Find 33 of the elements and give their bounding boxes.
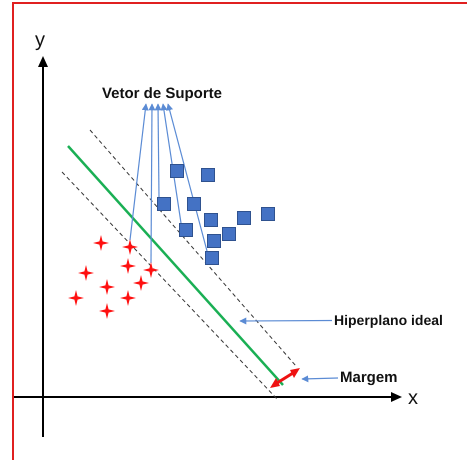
data-point-star [120, 258, 136, 274]
data-point-square [205, 251, 219, 265]
leader-line [160, 103, 182, 224]
data-point-square [222, 227, 236, 241]
data-point-square [157, 197, 171, 211]
data-point-square [170, 164, 184, 178]
data-point-star [93, 235, 109, 251]
axis-label: y [35, 30, 45, 50]
data-point-star [120, 290, 136, 306]
data-point-star [143, 262, 159, 278]
leader-line [166, 103, 208, 252]
data-point-square [201, 168, 215, 182]
data-point-star [99, 303, 115, 319]
data-point-square [187, 197, 201, 211]
data-point-star [68, 290, 84, 306]
data-point-square [237, 211, 251, 225]
leader-line [301, 375, 338, 382]
callout-text: Hiperplano ideal [334, 312, 443, 329]
data-point-star [99, 279, 115, 295]
data-point-star [122, 239, 138, 255]
leader-line [239, 317, 332, 324]
axis-label: x [408, 388, 418, 408]
leader-line [148, 103, 156, 263]
data-point-star [78, 265, 94, 281]
data-point-square [261, 207, 275, 221]
data-point-square [204, 213, 218, 227]
data-point-square [179, 223, 193, 237]
leader-line [154, 103, 162, 197]
callout-text: Vetor de Suporte [102, 85, 222, 103]
leader-line [129, 103, 149, 240]
callout-text: Margem [340, 369, 398, 387]
data-point-square [207, 234, 221, 248]
data-point-star [133, 275, 149, 291]
